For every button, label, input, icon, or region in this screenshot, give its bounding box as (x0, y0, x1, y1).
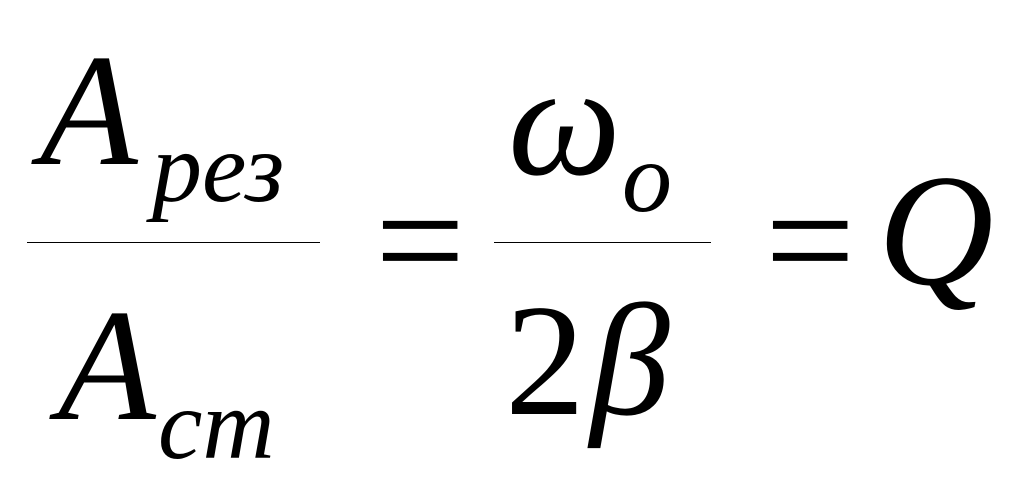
coefficient-two: 2 (505, 271, 585, 449)
denominator-subscript: ст (158, 369, 275, 480)
denominator-amplitude-symbol: A (58, 276, 156, 454)
right-fraction-bar (494, 242, 711, 243)
numerator-amplitude-symbol: A (40, 21, 138, 199)
omega-symbol: ω (508, 31, 621, 209)
quality-factor-symbol: Q (878, 141, 994, 319)
left-fraction-bar (27, 242, 320, 243)
omega-subscript: o (622, 122, 672, 233)
equals-sign-1: = (375, 151, 466, 329)
equals-sign-2: = (765, 151, 856, 329)
beta-symbol: β (590, 271, 670, 449)
numerator-subscript: рез (152, 112, 285, 223)
